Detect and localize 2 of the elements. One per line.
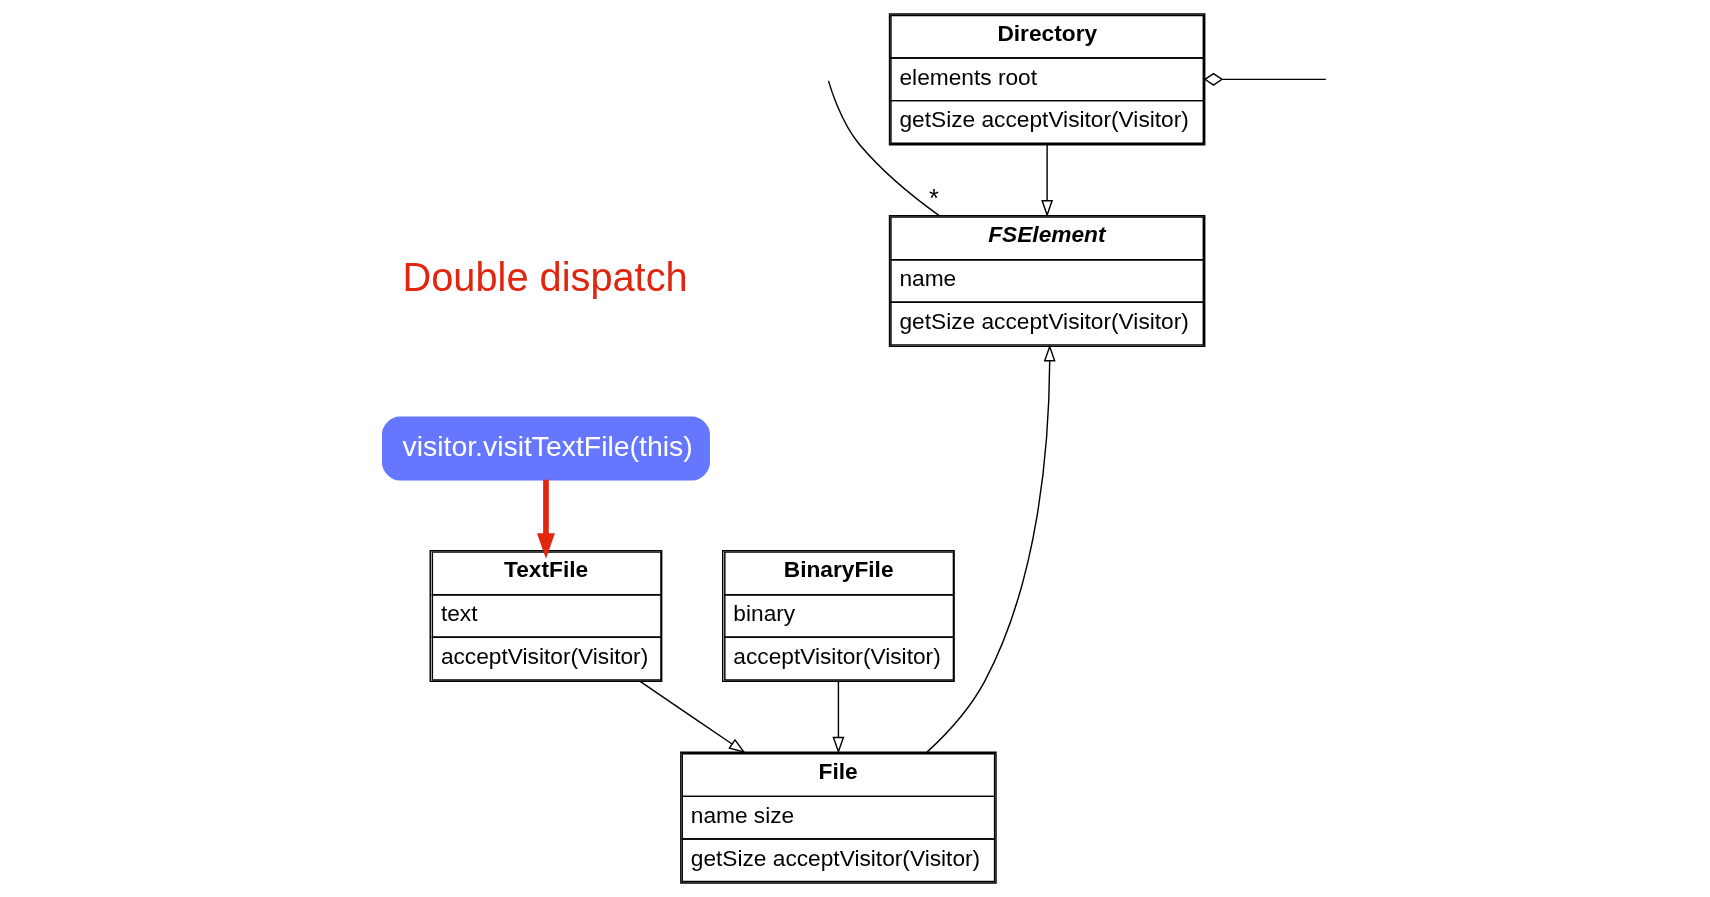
edge-label: * [928, 184, 939, 213]
node-label: Double dispatch [402, 254, 688, 299]
